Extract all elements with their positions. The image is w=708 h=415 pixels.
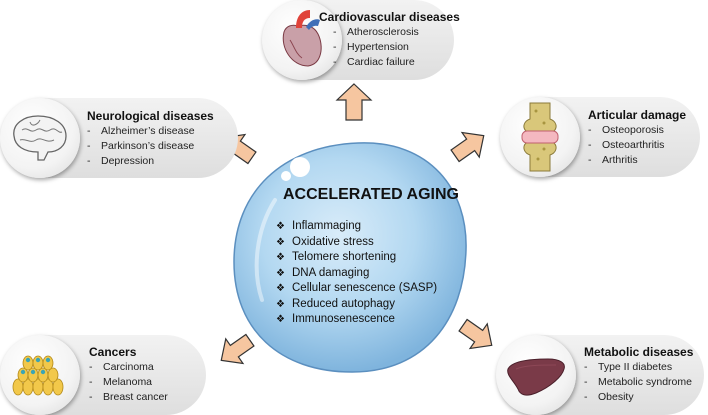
list-item: Atherosclerosis (333, 25, 419, 40)
card-list: Alzheimer’s disease Parkinson’s disease … (87, 124, 195, 169)
center-title: ACCELERATED AGING (283, 186, 459, 203)
card-title: Cancers (89, 345, 137, 359)
list-item: ❖DNA damaging (276, 266, 370, 279)
list-item: Depression (87, 154, 195, 169)
arrow-up (335, 83, 373, 121)
neurological-card: Neurological diseases Alzheimer’s diseas… (0, 98, 238, 178)
list-item: Carcinoma (89, 360, 168, 375)
list-item: Alzheimer’s disease (87, 124, 195, 139)
list-item: Osteoporosis (588, 123, 664, 138)
list-item: Type II diabetes (584, 360, 692, 375)
cells-icon (0, 335, 80, 415)
joint-icon (500, 97, 580, 177)
card-list: Type II diabetes Metabolic syndrome Obes… (584, 360, 692, 405)
list-item: ❖Inflammaging (276, 220, 362, 232)
list-item: ❖Reduced autophagy (276, 297, 395, 310)
list-item: Melanoma (89, 375, 168, 390)
list-item: Hypertension (333, 40, 419, 55)
card-list: Osteoporosis Osteoarthritis Arthritis (588, 123, 664, 168)
list-item: ❖Telomere shortening (276, 251, 397, 263)
metabolic-card: Metabolic diseases Type II diabetes Meta… (496, 335, 704, 415)
arrow-lower-right (458, 318, 493, 350)
card-list: Carcinoma Melanoma Breast cancer (89, 360, 168, 405)
list-item: Osteoarthritis (588, 138, 664, 153)
card-title: Metabolic diseases (584, 345, 694, 359)
arrow-lower-left (220, 333, 255, 365)
list-item: Arthritis (588, 153, 664, 168)
list-item: Metabolic syndrome (584, 375, 692, 390)
articular-card: Articular damage Osteoporosis Osteoarthr… (500, 97, 700, 177)
card-title: Articular damage (588, 108, 687, 122)
liver-icon (496, 335, 576, 415)
list-item: ❖Oxidative stress (276, 235, 374, 248)
list-item: ❖Immunosenescence (276, 313, 395, 325)
bubble-highlight (281, 171, 291, 181)
list-item: Cardiac failure (333, 55, 419, 70)
cardiovascular-card: Cardiovascular diseases Atherosclerosis … (262, 0, 460, 80)
card-title: Cardiovascular diseases (319, 10, 460, 24)
list-item: ❖Cellular senescence (SASP) (276, 282, 438, 294)
card-title: Neurological diseases (87, 109, 214, 123)
bubble-highlight (290, 157, 310, 177)
brain-icon (0, 98, 80, 178)
heart-icon (262, 0, 342, 80)
arrow-upper-right (450, 131, 485, 163)
list-item: Parkinson’s disease (87, 139, 195, 154)
list-item: Obesity (584, 390, 692, 405)
card-list: Atherosclerosis Hypertension Cardiac fai… (333, 25, 419, 70)
list-item: Breast cancer (89, 390, 168, 405)
cancers-card: Cancers Carcinoma Melanoma Breast cancer (0, 335, 206, 415)
center-list: ❖Inflammaging ❖Oxidative stress ❖Telomer… (276, 219, 437, 328)
